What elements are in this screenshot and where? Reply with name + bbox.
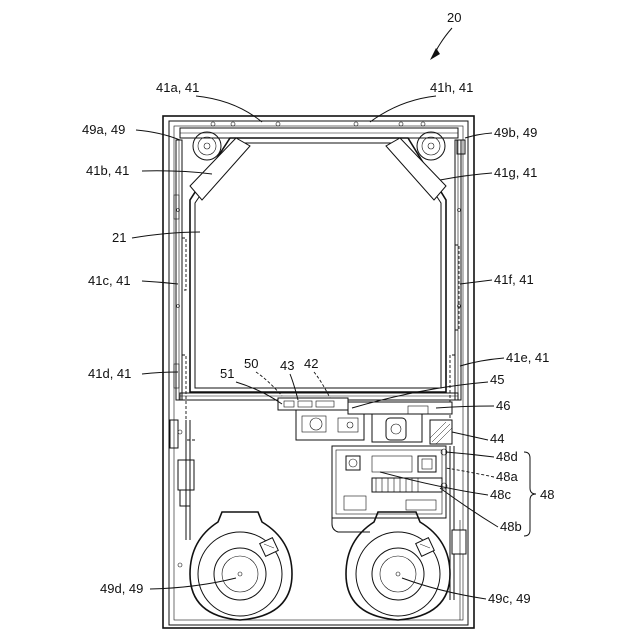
label-48c: 48c [490,487,511,502]
right-rails [455,140,461,400]
top-frame [180,122,458,138]
left-lower-parts [170,420,194,567]
leader-lines [132,96,504,599]
label-50: 50 [244,356,258,371]
label-45: 45 [490,372,504,387]
label-41d: 41d, 41 [88,366,131,381]
label-41h: 41h, 41 [430,80,473,95]
tank-21 [190,138,446,392]
label-48b: 48b [500,519,522,534]
fan-49b [417,132,445,160]
label-41a: 41a, 41 [156,80,199,95]
figure-arrow [430,28,452,60]
label-48a: 48a [496,469,518,484]
label-49d: 49d, 49 [100,581,143,596]
brace-41b [190,138,250,200]
control-board-48 [332,446,447,532]
label-48: 48 [540,487,554,502]
label-49a: 49a, 49 [82,122,125,137]
label-41f: 41f, 41 [494,272,534,287]
fan-49c [346,512,450,620]
label-48d: 48d [496,449,518,464]
left-rails [174,140,182,400]
bracket-48 [524,452,536,536]
label-41e: 41e, 41 [506,350,549,365]
fan-49a [193,132,221,160]
label-21: 21 [112,230,126,245]
label-51: 51 [220,366,234,381]
label-41b: 41b, 41 [86,163,129,178]
label-41g: 41g, 41 [494,165,537,180]
label-49c: 49c, 49 [488,591,531,606]
label-42: 42 [304,356,318,371]
label-41c: 41c, 41 [88,273,131,288]
label-43: 43 [280,358,294,373]
label-46: 46 [496,398,510,413]
label-49b: 49b, 49 [494,125,537,140]
fan-49d [190,512,292,620]
figure-number: 20 [447,10,461,25]
brace-41g [386,138,446,200]
label-44: 44 [490,431,504,446]
